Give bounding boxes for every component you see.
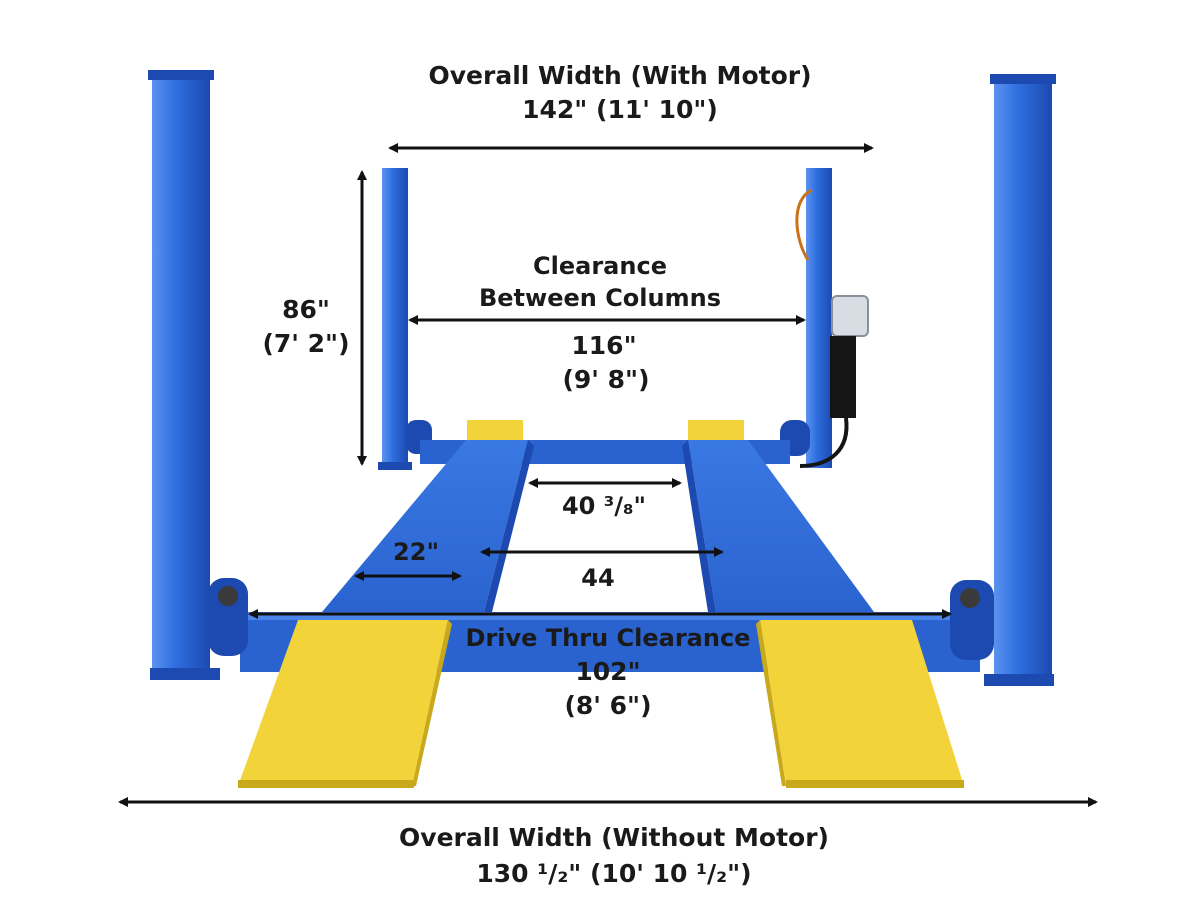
left-approach-ramp [238,620,452,788]
value-clearance: 116" [571,331,636,360]
value-clearance-sub: (9' 8") [562,365,649,394]
label-overall-without-motor: Overall Width (Without Motor) [399,823,829,852]
left-runway [322,440,534,612]
value-overall-with-motor: 142" (11' 10") [522,95,718,124]
value-height-sub: (7' 2") [262,329,349,358]
rear-right-chock [688,420,744,440]
label-clearance-line2: Between Columns [479,284,721,312]
power-unit-motor [799,295,869,468]
value-height: 86" [282,295,330,324]
front-left-column [148,70,248,680]
value-runway-width: 22" [393,538,439,566]
right-runway [682,440,874,612]
value-overall-without-motor: 130 ¹/₂" (10' 10 ¹/₂") [476,859,751,888]
value-drive-thru: 102" [575,657,640,686]
label-overall-with-motor: Overall Width (With Motor) [429,61,812,90]
label-drive-thru: Drive Thru Clearance [466,624,751,652]
right-approach-ramp [756,620,964,788]
label-clearance-line1: Clearance [533,252,667,280]
rear-left-chock [467,420,523,440]
front-right-column [950,74,1056,686]
value-drive-thru-sub: (8' 6") [564,691,651,720]
value-runway-gap: 40 ³/₈" [562,492,646,520]
back-right-column [780,168,832,468]
value-runway-center: 44 [581,564,614,592]
back-left-column [378,168,432,470]
